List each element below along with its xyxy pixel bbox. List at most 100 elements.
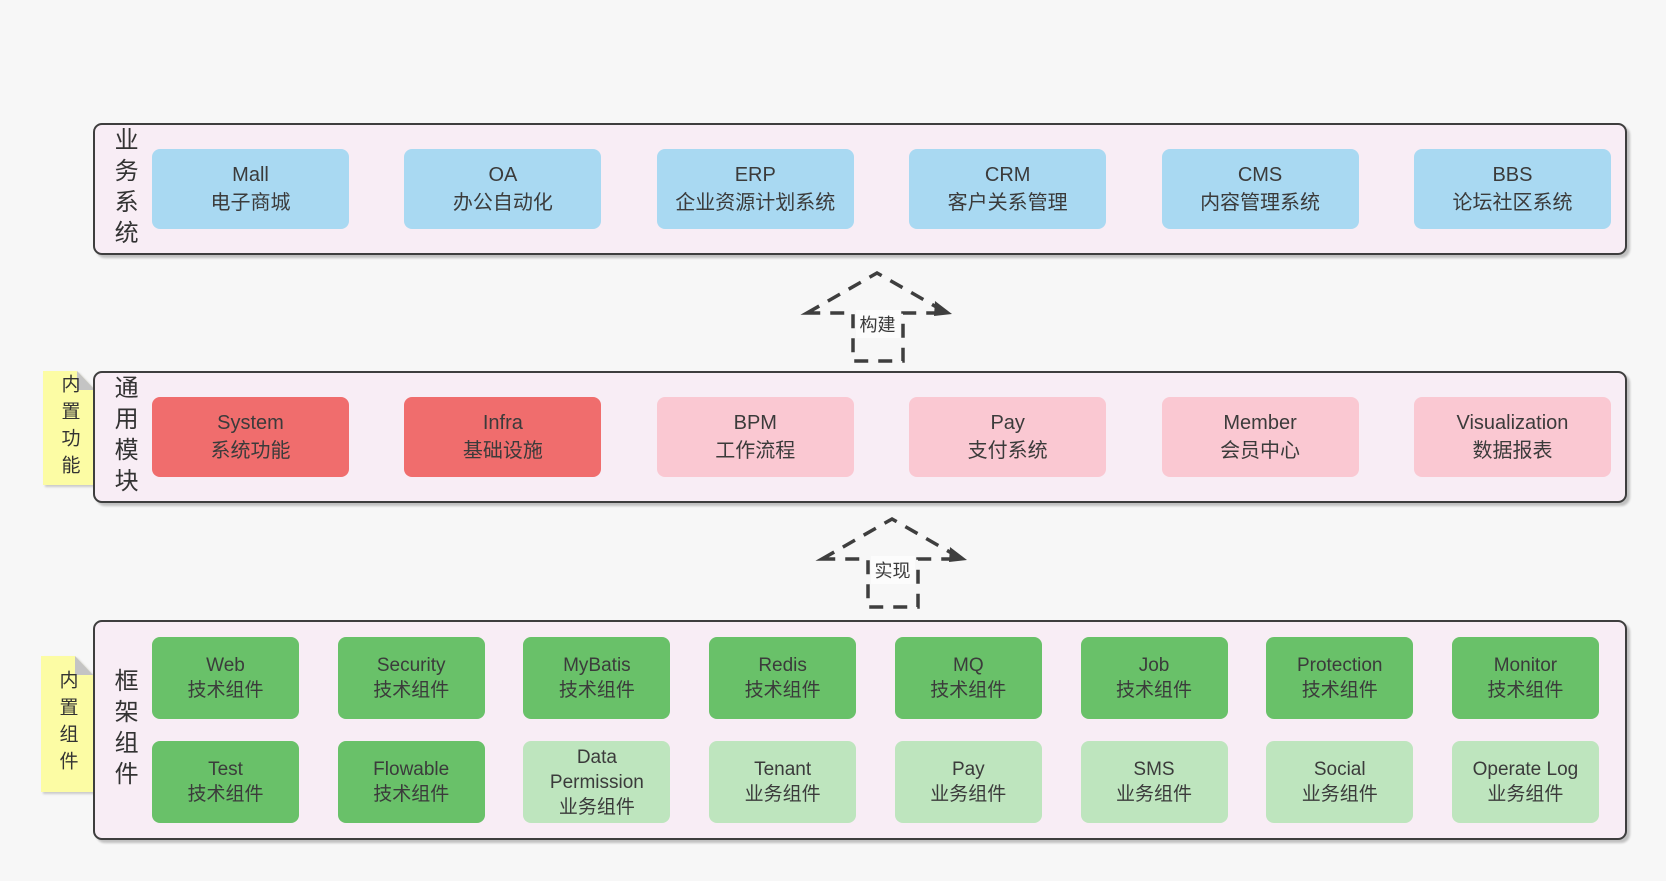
sticky-note-paper: [43, 371, 95, 485]
box-subtitle: 电子商城: [210, 192, 291, 214]
box-title: Member: [1223, 412, 1297, 434]
box-title: Test: [208, 759, 243, 780]
box-subtitle: 业务组件: [744, 784, 821, 805]
layer-label-business-systems: 业务系统: [110, 127, 138, 251]
sticky-note-label: 内置功能: [58, 374, 80, 482]
component-box-redis: Redis 技术组件: [709, 637, 857, 719]
box-title: Infra: [482, 412, 523, 434]
box-subtitle: 业务组件: [930, 784, 1007, 805]
box-title: Pay: [951, 759, 985, 780]
box-title: Protection: [1296, 655, 1383, 676]
component-box-mybatis: MyBatis 技术组件: [523, 637, 671, 719]
box-title: Redis: [758, 655, 807, 676]
arrow-label-build: 构建: [855, 310, 900, 338]
box-title: CMS: [1237, 164, 1283, 186]
box-subtitle: 业务组件: [558, 796, 635, 818]
sticky-note-builtin-components: 内置组件: [41, 656, 93, 792]
box-subtitle: 技术组件: [373, 680, 450, 701]
arrow-label-implement: 实现: [870, 556, 915, 584]
sticky-note-paper: [41, 656, 93, 792]
box-title: Mall: [232, 164, 269, 186]
box-title: Data Permission: [549, 746, 644, 793]
component-box-sms: SMS 业务组件: [1080, 741, 1228, 823]
box-subtitle: 系统功能: [210, 440, 291, 462]
box-subtitle: 工作流程: [715, 440, 796, 462]
box-title: Job: [1138, 655, 1170, 676]
box-title: Visualization: [1456, 412, 1569, 434]
box-title: BBS: [1492, 164, 1533, 186]
box-subtitle: 技术组件: [187, 680, 264, 701]
sticky-note-label: 内置组件: [56, 670, 78, 778]
layer-business-systems: 业务系统 Mall 电子商城 OA 办公自动化 ERP 企业资源计划系统 CRM…: [93, 123, 1627, 255]
component-row-2: Test 技术组件 Flowable 技术组件 Data Permission …: [152, 741, 1599, 823]
box-subtitle: 客户关系管理: [947, 192, 1068, 214]
box-subtitle: 业务组件: [1116, 784, 1193, 805]
box-title: Pay: [990, 412, 1025, 434]
module-box-pay: Pay 支付系统: [909, 397, 1107, 477]
component-box-web: Web 技术组件: [152, 637, 299, 719]
box-title: Web: [206, 655, 245, 676]
component-box-social: Social 业务组件: [1266, 741, 1414, 823]
box-subtitle: 企业资源计划系统: [675, 192, 836, 214]
component-box-pay: Pay 业务组件: [894, 741, 1042, 823]
build-arrow: 构建: [790, 260, 965, 368]
layer-label-framework-components: 框架组件: [110, 668, 138, 792]
box-subtitle: 技术组件: [744, 680, 821, 701]
dashed-up-arrow-icon: [815, 516, 969, 609]
component-box-mq: MQ 技术组件: [894, 637, 1042, 719]
module-box-erp: ERP 企业资源计划系统: [656, 149, 854, 229]
component-box-flowable: Flowable 技术组件: [337, 741, 485, 823]
box-title: BPM: [733, 412, 777, 434]
box-title: Operate Log: [1472, 759, 1579, 780]
implement-arrow: 实现: [805, 506, 980, 614]
box-subtitle: 技术组件: [1487, 680, 1564, 701]
component-box-protection: Protection 技术组件: [1266, 637, 1414, 719]
component-box-operate-log: Operate Log 业务组件: [1451, 741, 1599, 823]
box-subtitle: 技术组件: [1116, 680, 1193, 701]
component-box-test: Test 技术组件: [152, 741, 299, 823]
box-title: Security: [376, 655, 446, 676]
box-subtitle: 业务组件: [1301, 784, 1378, 805]
box-subtitle: 会员中心: [1220, 440, 1301, 462]
box-subtitle: 技术组件: [373, 784, 450, 805]
component-box-job: Job 技术组件: [1080, 637, 1228, 719]
module-box-bpm: BPM 工作流程: [656, 397, 854, 477]
box-title: CRM: [984, 164, 1031, 186]
box-subtitle: 业务组件: [1487, 784, 1564, 805]
box-subtitle: 论坛社区系统: [1452, 192, 1573, 214]
module-box-crm: CRM 客户关系管理: [909, 149, 1107, 229]
component-box-data-permission: Data Permission 业务组件: [523, 741, 671, 823]
box-title: ERP: [734, 164, 776, 186]
dashed-up-arrow-icon: [800, 270, 954, 363]
module-box-mall: Mall 电子商城: [152, 149, 349, 229]
box-title: MQ: [953, 655, 984, 676]
sticky-note-builtin-features: 内置功能: [43, 371, 95, 485]
box-title: Flowable: [373, 759, 450, 780]
component-row-1: Web 技术组件 Security 技术组件 MyBatis 技术组件 Redi…: [152, 637, 1599, 719]
box-title: Tenant: [754, 759, 812, 780]
module-box-visualization: Visualization 数据报表: [1413, 397, 1611, 477]
layer-common-modules: 通用模块 System 系统功能 Infra 基础设施 BPM 工作流程 Pay…: [93, 371, 1627, 503]
component-box-tenant: Tenant 业务组件: [709, 741, 857, 823]
box-title: System: [217, 412, 284, 434]
module-box-cms: CMS 内容管理系统: [1161, 149, 1359, 229]
box-subtitle: 支付系统: [967, 440, 1048, 462]
layer-label-common-modules: 通用模块: [110, 375, 138, 499]
module-box-system: System 系统功能: [152, 397, 349, 477]
box-subtitle: 技术组件: [558, 680, 635, 701]
box-subtitle: 办公自动化: [452, 192, 553, 214]
box-subtitle: 技术组件: [187, 784, 264, 805]
component-box-security: Security 技术组件: [337, 637, 485, 719]
box-title: SMS: [1133, 759, 1175, 780]
module-box-bbs: BBS 论坛社区系统: [1413, 149, 1611, 229]
box-subtitle: 基础设施: [462, 440, 543, 462]
box-title: MyBatis: [563, 655, 631, 676]
box-subtitle: 技术组件: [930, 680, 1007, 701]
box-title: OA: [488, 164, 518, 186]
module-box-member: Member 会员中心: [1161, 397, 1359, 477]
box-title: Social: [1313, 759, 1366, 780]
module-box-infra: Infra 基础设施: [404, 397, 602, 477]
box-subtitle: 技术组件: [1301, 680, 1378, 701]
layer-framework-components: 框架组件 Web 技术组件 Security 技术组件 MyBatis 技术组件…: [93, 620, 1627, 840]
box-title: Monitor: [1493, 655, 1558, 676]
